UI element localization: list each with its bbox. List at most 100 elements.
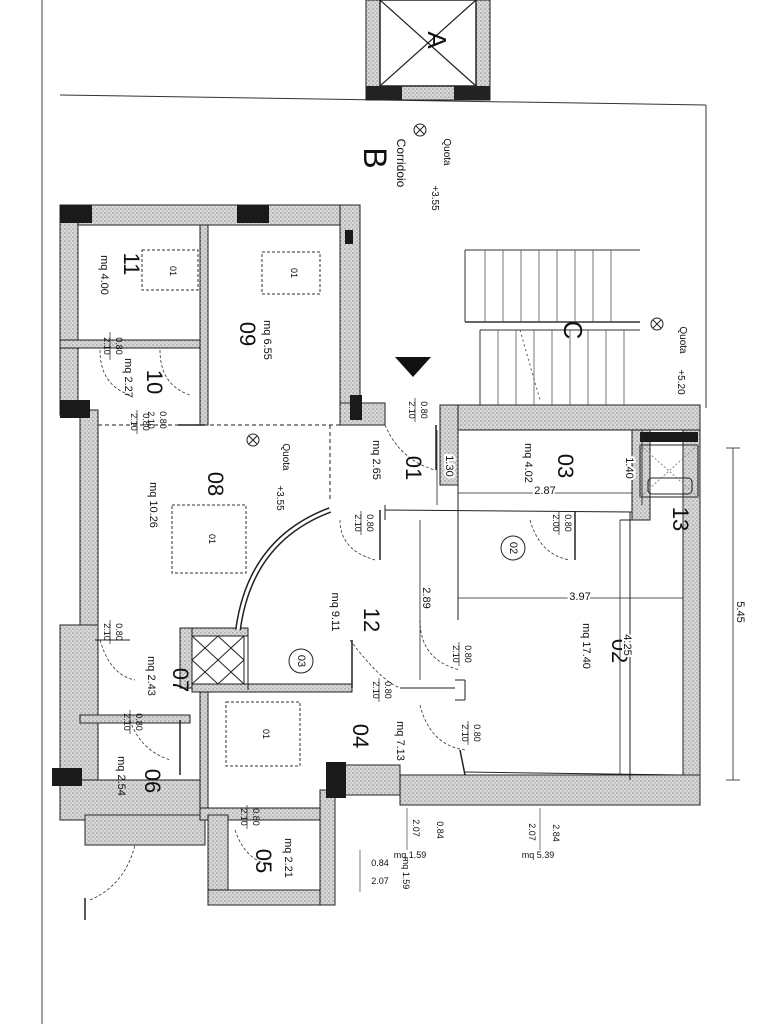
svg-text:2.07: 2.07: [411, 819, 421, 837]
level-marker-icon: [650, 317, 664, 331]
svg-text:0.84: 0.84: [371, 858, 389, 868]
svg-text:2.10: 2.10: [129, 413, 139, 431]
circled-labels: 02 03: [288, 535, 526, 674]
circle-label: 02: [507, 542, 519, 554]
svg-text:2.10: 2.10: [460, 724, 470, 742]
curved-wall-inner: [236, 508, 331, 631]
svg-text:2.10: 2.10: [102, 337, 112, 355]
pillars: [52, 205, 698, 798]
area-label-a: A: [422, 31, 452, 49]
room-number: 07: [168, 668, 193, 692]
level-marker-icon: [246, 433, 260, 447]
partitions: [95, 424, 699, 780]
svg-text:2.07: 2.07: [371, 876, 389, 886]
door-leaves: [84, 424, 576, 920]
svg-text:0.80: 0.80: [463, 645, 473, 663]
svg-text:0.84: 0.84: [435, 821, 445, 839]
lift-shaft: [191, 635, 245, 685]
svg-text:0.80: 0.80: [365, 514, 375, 532]
area-label-c: C: [558, 321, 588, 340]
svg-text:2.10: 2.10: [239, 808, 249, 826]
walls: [59, 204, 701, 906]
quota-label: Quota: [280, 443, 291, 471]
svg-text:0.80: 0.80: [114, 623, 124, 641]
area-label-b: B: [357, 147, 393, 168]
svg-text:0.80: 0.80: [472, 724, 482, 742]
svg-text:0.80: 0.80: [158, 411, 168, 429]
door-swings: [89, 349, 571, 901]
dim-2-87: 2.87: [534, 485, 555, 497]
svg-text:0.80: 0.80: [419, 401, 429, 419]
room-number: 09: [235, 322, 260, 346]
svg-text:01: 01: [261, 729, 271, 739]
room-number: 08: [203, 472, 228, 496]
svg-text:2.10: 2.10: [407, 401, 417, 419]
dim-3-97: 3.97: [569, 591, 590, 603]
room-number: 10: [142, 370, 167, 394]
room-area: mq 7.13: [394, 721, 406, 761]
svg-text:mq 1.59: mq 1.59: [394, 850, 427, 860]
room-number: 04: [348, 724, 373, 748]
svg-text:0.80: 0.80: [114, 337, 124, 355]
svg-text:0.80: 0.80: [134, 713, 144, 731]
room-labels: 11 mq 4.00 09 mq 6.55 10 mq 2.27 08 mq 1…: [98, 253, 693, 878]
room-number: 05: [251, 849, 276, 873]
svg-text:2.84: 2.84: [551, 824, 561, 842]
svg-text:2.07: 2.07: [527, 823, 537, 841]
svg-text:0.80: 0.80: [141, 413, 151, 431]
room-area: mq 6.55: [261, 320, 273, 360]
svg-text:2.10: 2.10: [353, 514, 363, 532]
circle-label: 03: [295, 655, 307, 667]
room-area: mq 17.40: [580, 623, 592, 669]
room-area: mq 2.43: [145, 656, 157, 696]
svg-text:2.00: 2.00: [551, 514, 561, 532]
door-dimension-labels: 0.80 2.10 0.80 2.10 0.80 2.10 0.80 2.10 …: [102, 332, 573, 829]
quota-label: Quota: [441, 138, 452, 166]
dimension-labels: 1.30 1.40 2.87 3.97 2.89 4.25 5.45: [418, 453, 748, 657]
corridor-name: Corridoio: [394, 139, 408, 188]
window-labels: 0.84 2.07 2.84 2.07 mq 5.39 mq 1.59 0.84…: [359, 808, 561, 892]
svg-text:0.80: 0.80: [563, 514, 573, 532]
fixture-labels: 01 01 01 01: [168, 266, 299, 739]
room-area: mq 10.26: [147, 482, 159, 528]
entry-arrow-icon: [395, 357, 431, 377]
room-area: mq 2.54: [115, 756, 127, 796]
svg-text:2.10: 2.10: [146, 411, 156, 429]
svg-text:2.10: 2.10: [371, 681, 381, 699]
dim-1-40: 1.40: [623, 457, 635, 478]
dim-4-25: 4.25: [621, 634, 633, 655]
svg-text:2.10: 2.10: [122, 713, 132, 731]
level-marker-icon: [413, 123, 427, 137]
room-area: mq 4.00: [98, 255, 110, 295]
block-a: A: [365, 0, 491, 101]
room-number: 03: [553, 454, 578, 478]
svg-text:01: 01: [207, 534, 217, 544]
svg-text:01: 01: [289, 268, 299, 278]
room-number: 01: [401, 456, 426, 480]
dim-1-30: 1.30: [443, 455, 455, 476]
svg-text:0.80: 0.80: [383, 681, 393, 699]
staircase-c: C Quota +5.20: [464, 249, 688, 405]
svg-text:01: 01: [168, 266, 178, 276]
svg-text:mq 1.59: mq 1.59: [401, 857, 411, 890]
svg-text:0.80: 0.80: [251, 808, 261, 826]
room-area: mq 2.21: [282, 838, 294, 878]
room-area: mq 9.11: [329, 593, 341, 632]
room-number: 02: [607, 639, 632, 663]
quota-label: Quota: [677, 326, 688, 354]
quota-value: +3.55: [274, 485, 285, 511]
curved-wall: [235, 507, 332, 631]
corridor-b: B Corridoio Quota +3.55: [357, 123, 452, 211]
quota-value: +5.20: [675, 369, 686, 395]
dim-2-89: 2.89: [420, 587, 432, 608]
room-number: 06: [140, 769, 165, 793]
ceiling-fixtures: [141, 249, 321, 767]
room-area: mq 4.02: [522, 443, 534, 483]
room-area: mq 2.27: [122, 358, 134, 398]
svg-text:mq 5.39: mq 5.39: [522, 850, 555, 860]
room-area: mq 2.65: [370, 440, 382, 480]
dimension-lines: [419, 430, 740, 781]
room-number: 13: [668, 507, 693, 531]
dim-5-45: 5.45: [734, 601, 746, 622]
